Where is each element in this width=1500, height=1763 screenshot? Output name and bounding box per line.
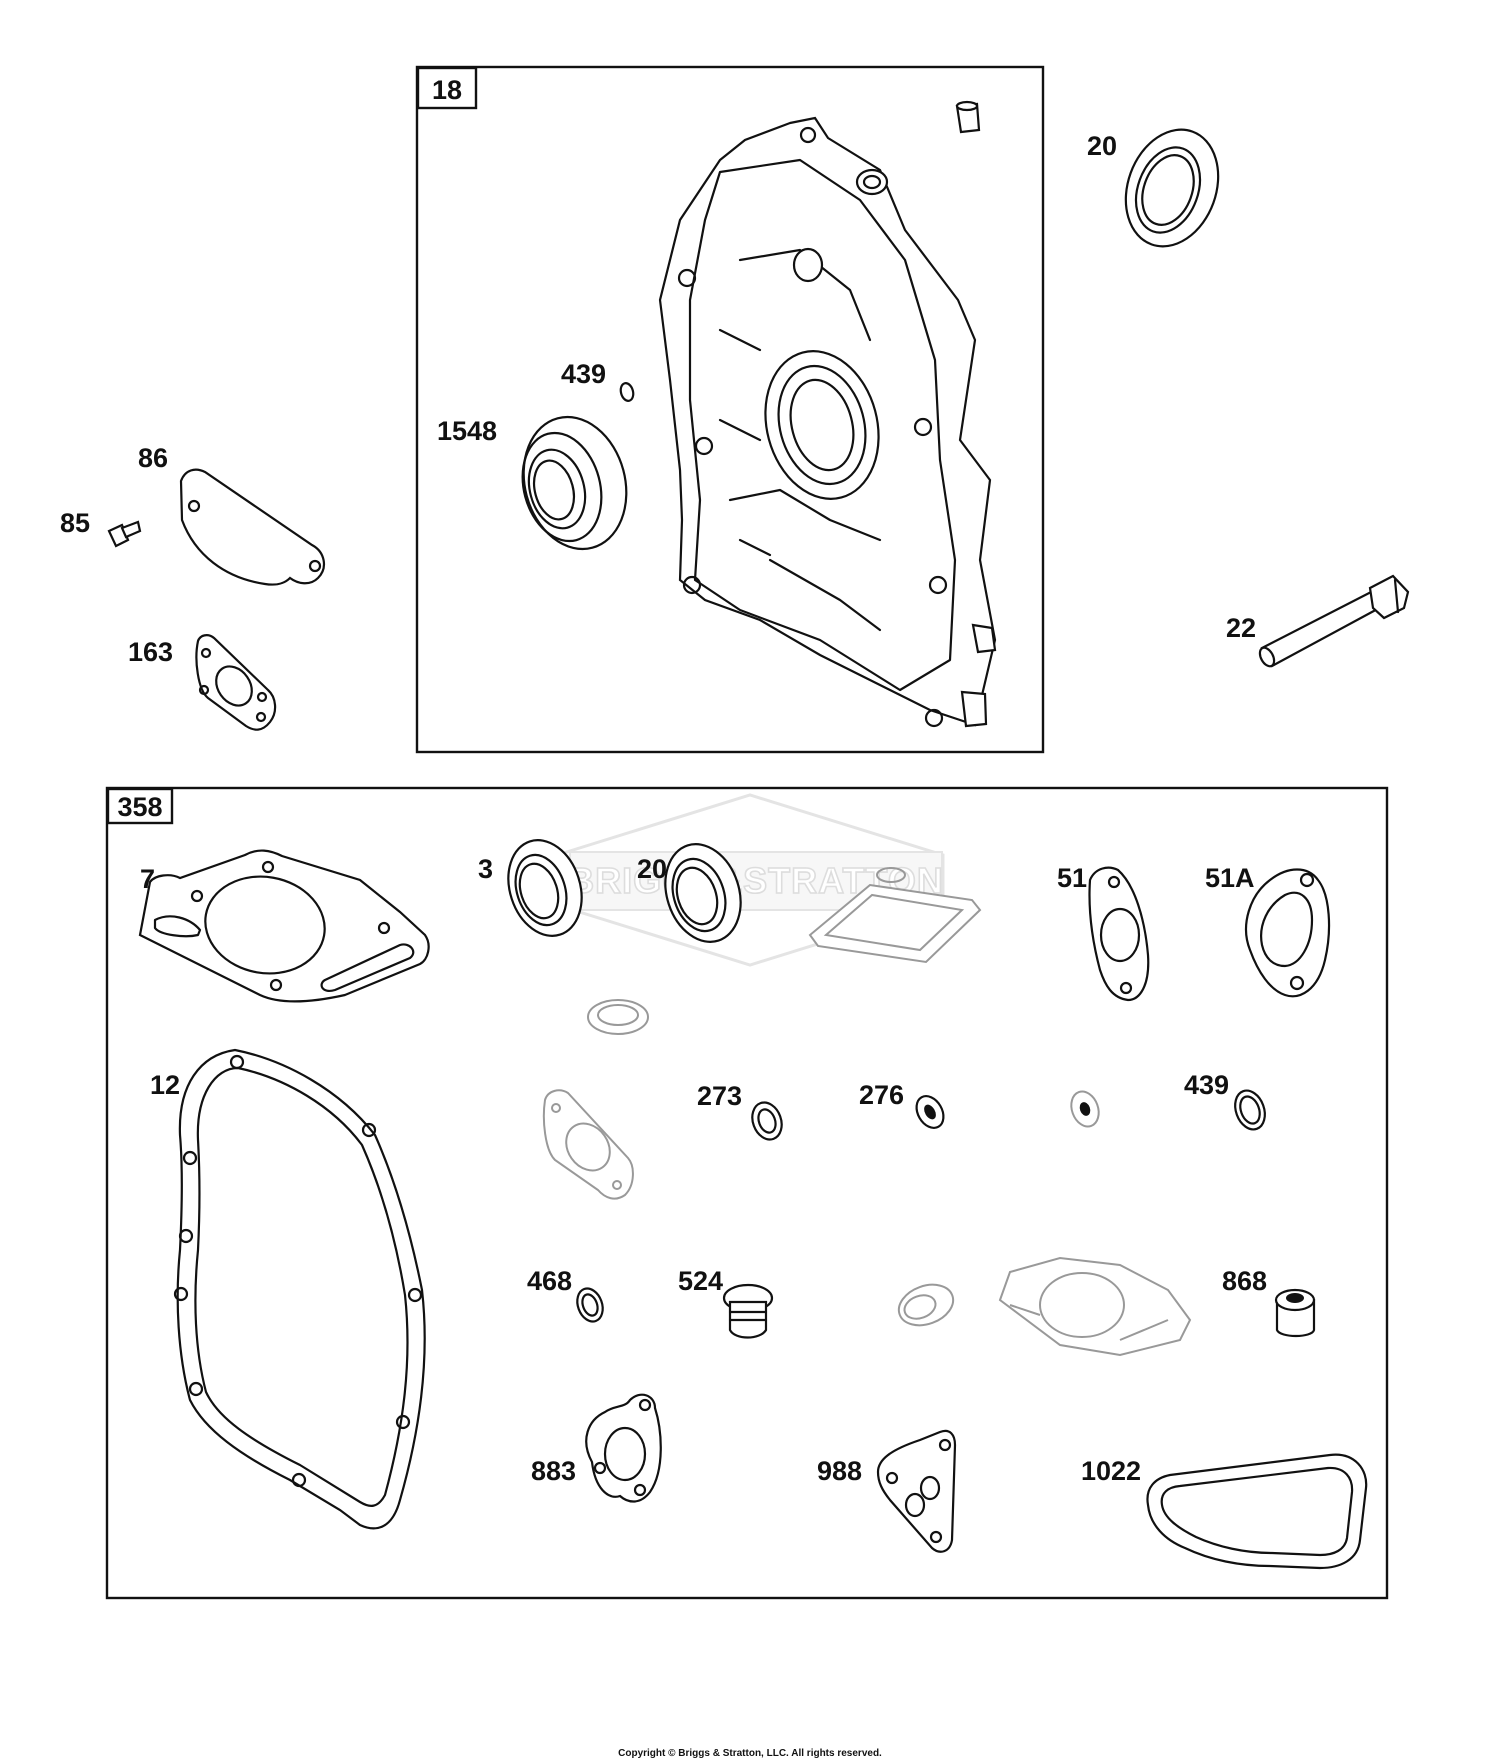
label-51: 51 xyxy=(1057,863,1087,893)
label-20-top: 20 xyxy=(1087,131,1117,161)
part-3-oil-seal: 3 xyxy=(478,839,583,937)
box-label-358: 358 xyxy=(117,792,162,822)
label-51a: 51A xyxy=(1205,863,1255,893)
label-163: 163 xyxy=(128,637,173,667)
unlabeled-washer-2 xyxy=(1070,1090,1100,1128)
label-988: 988 xyxy=(817,1456,862,1486)
dowel-pin xyxy=(955,100,981,134)
unlabeled-seal-3 xyxy=(897,1283,955,1327)
label-524: 524 xyxy=(678,1266,723,1296)
label-273: 273 xyxy=(697,1081,742,1111)
crankcase-cover xyxy=(658,116,997,728)
label-439-top: 439 xyxy=(561,359,606,389)
part-20-oil-seal: 20 xyxy=(1087,128,1220,248)
label-276: 276 xyxy=(859,1080,904,1110)
part-439-o-ring: 439 xyxy=(561,359,635,402)
part-7-head-gasket: 7 xyxy=(138,849,430,1003)
unlabeled-gasket-rect xyxy=(808,867,982,964)
part-20-kit-oil-seal: 20 xyxy=(637,843,742,943)
part-524-plug: 524 xyxy=(678,1266,774,1339)
part-883-gasket: 883 xyxy=(531,1393,662,1503)
part-988-gasket: 988 xyxy=(817,1429,957,1553)
assembly-box-18: 18 xyxy=(415,65,1045,754)
part-12-crankcase-gasket: 12 xyxy=(150,1048,426,1530)
label-20-kit: 20 xyxy=(637,854,667,884)
label-85: 85 xyxy=(60,508,90,538)
label-86: 86 xyxy=(138,443,168,473)
copyright-notice: Copyright © Briggs & Stratton, LLC. All … xyxy=(618,1748,882,1759)
label-868: 868 xyxy=(1222,1266,1267,1296)
label-12: 12 xyxy=(150,1070,180,1100)
part-22-bolt: 22 xyxy=(1226,574,1410,668)
unlabeled-head-gasket xyxy=(998,1256,1192,1357)
part-51-gasket: 51 xyxy=(1057,863,1150,1002)
unlabeled-gasket-2 xyxy=(542,1089,634,1200)
part-276-lock-washer: 276 xyxy=(859,1080,945,1129)
gasket-kit-box-358: 358 xyxy=(105,786,1389,1600)
part-163-gasket: 163 xyxy=(128,634,277,731)
part-51a-gasket: 51A xyxy=(1205,863,1331,998)
part-273-washer: 273 xyxy=(697,1081,783,1141)
label-1022: 1022 xyxy=(1081,1456,1141,1486)
part-868-valve-seal: 868 xyxy=(1222,1266,1316,1338)
label-439-kit: 439 xyxy=(1184,1070,1229,1100)
part-468-washer: 468 xyxy=(527,1266,604,1323)
label-883: 883 xyxy=(531,1456,576,1486)
label-1548: 1548 xyxy=(437,416,497,446)
label-22: 22 xyxy=(1226,613,1256,643)
label-7: 7 xyxy=(140,864,155,894)
box-label-18: 18 xyxy=(432,75,462,105)
unlabeled-washer-1 xyxy=(587,999,649,1035)
label-468: 468 xyxy=(527,1266,572,1296)
part-86-gasket: 86 xyxy=(138,443,326,586)
part-439-kit-o-ring: 439 xyxy=(1184,1070,1266,1131)
part-85-screw: 85 xyxy=(60,508,142,548)
part-1548-bearing: 1548 xyxy=(437,415,628,551)
label-3: 3 xyxy=(478,854,493,884)
part-1022-gasket: 1022 xyxy=(1081,1453,1368,1570)
